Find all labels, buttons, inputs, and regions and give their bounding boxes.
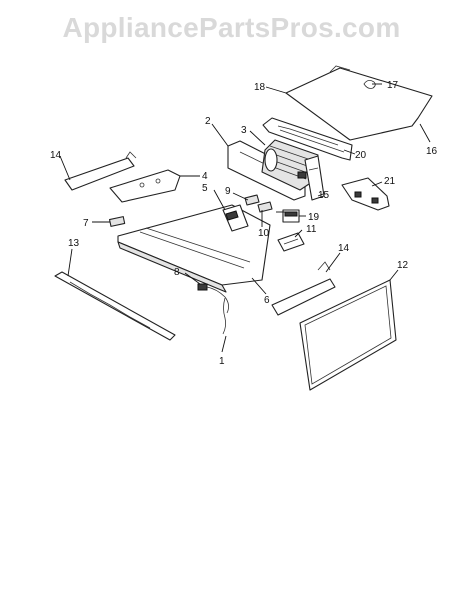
part-3-fan-motor: [261, 139, 319, 191]
part-5-relay: [222, 204, 249, 232]
callout-2: 2: [205, 116, 211, 127]
part-1-wire: [222, 297, 227, 335]
part-20-mounting-strip: [262, 117, 353, 161]
part-11-terminal-strip: [277, 232, 305, 252]
callout-8: 8: [174, 267, 180, 278]
callout-21: 21: [384, 176, 396, 187]
callout-9: 9: [225, 186, 231, 197]
part-10-clip: [257, 201, 273, 213]
callout-16: 16: [426, 146, 438, 157]
callout-14-lower: 14: [338, 243, 350, 254]
callout-17: 17: [387, 80, 399, 91]
part-17-clip: [363, 80, 376, 89]
part-14-side-bracket-left: [64, 151, 137, 191]
part-4-bracket-plate: [109, 169, 181, 203]
callout-5: 5: [202, 183, 208, 194]
callout-6: 6: [264, 295, 270, 306]
callout-4: 4: [202, 171, 208, 182]
callout-12: 12: [397, 260, 409, 271]
callout-3: 3: [241, 125, 247, 136]
part-9-clip: [244, 194, 260, 206]
callout-19: 19: [308, 212, 320, 223]
part-18-cover-panel: [285, 65, 433, 141]
part-15-fan-bracket: [304, 155, 325, 201]
callout-18: 18: [254, 82, 266, 93]
watermark-logo: AppliancePartsPros.com: [62, 12, 401, 43]
callout-15: 15: [318, 190, 330, 201]
callout-10: 10: [258, 228, 270, 239]
part-21-bracket: [341, 177, 390, 211]
part-6-wiring-housing: [117, 204, 271, 293]
part-12-access-panel: [299, 279, 397, 391]
callout-1: 1: [219, 356, 225, 367]
callout-20: 20: [355, 150, 367, 161]
part-13-trim-strip: [54, 271, 176, 341]
part-14-side-bracket-right: [271, 261, 336, 316]
part-8-connector: [197, 283, 229, 314]
leader-lines: [59, 83, 431, 353]
callout-13: 13: [68, 238, 80, 249]
callout-14-upper: 14: [50, 150, 62, 161]
callout-11: 11: [306, 224, 317, 235]
callout-labels: 18 17 2 3 20 16 14 4 5 9 10 19 11 15 21 …: [50, 80, 438, 367]
callout-7: 7: [83, 218, 89, 229]
part-7-clip: [108, 216, 126, 227]
